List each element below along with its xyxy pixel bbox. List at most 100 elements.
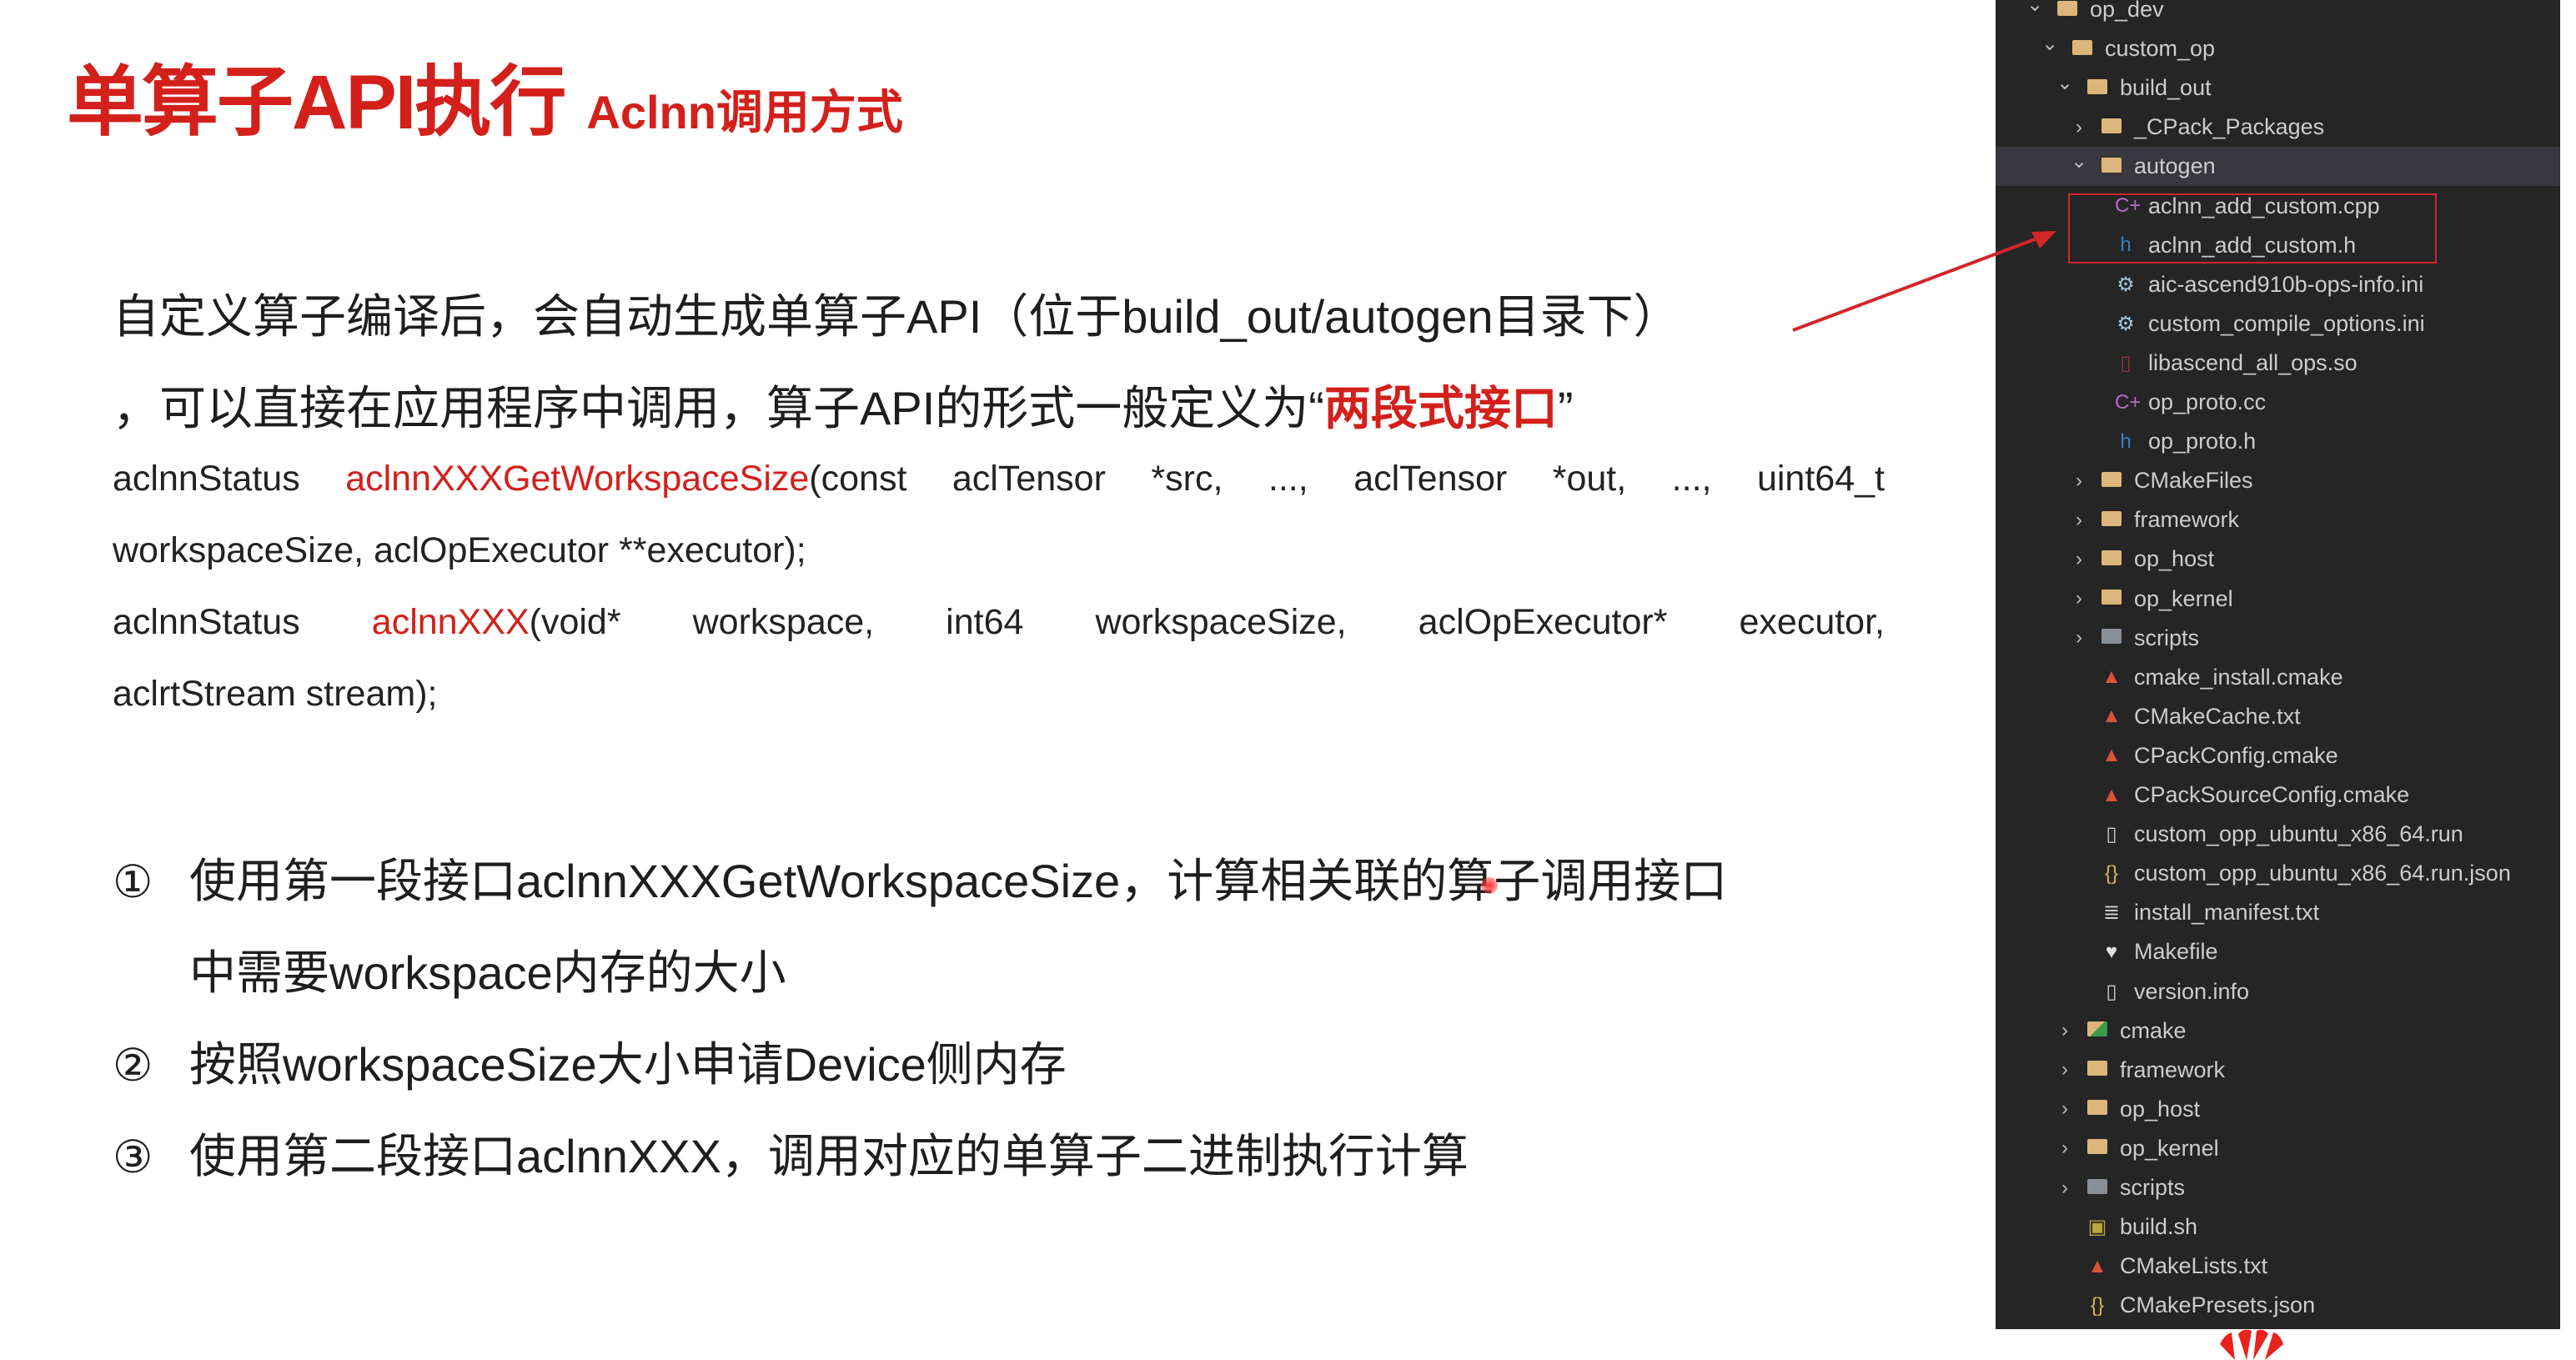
- tree-item-label: autogen: [2134, 153, 2216, 179]
- intro-quote: ”: [1557, 382, 1574, 434]
- folder-icon: [2101, 509, 2122, 532]
- tree-item[interactable]: ⌄ autogen: [1996, 147, 2560, 187]
- json-icon: {}: [2104, 861, 2119, 885]
- tree-item[interactable]: › framework: [1996, 500, 2560, 539]
- tree-item[interactable]: ▯ custom_opp_ubuntu_x86_64.run: [1996, 815, 2560, 854]
- json-icon: {}: [2090, 1293, 2105, 1317]
- tree-item-label: op_proto.cc: [2148, 389, 2267, 414]
- chevron-down-icon[interactable]: ⌄: [2026, 0, 2044, 16]
- gear-icon: ⚙: [2117, 312, 2135, 335]
- tree-item[interactable]: ▲CMakeCache.txt: [1996, 697, 2560, 736]
- step-text: 使用第二段接口aclnnXXX，调用对应的单算子二进制执行计算: [189, 1130, 1469, 1182]
- tree-item[interactable]: ▯version.info: [1996, 972, 2560, 1011]
- tree-item[interactable]: ▣build.sh: [1996, 1207, 2560, 1247]
- code-line-2: workspaceSize, aclOpExecutor **executor)…: [113, 530, 806, 570]
- intro-highlight: 两段式接口: [1323, 382, 1558, 434]
- code-func-getworkspacesize: aclnnXXXGetWorkspaceSize: [345, 459, 810, 499]
- tree-item-label: CMakeCache.txt: [2134, 703, 2301, 729]
- tree-item-label: op_kernel: [2134, 585, 2233, 611]
- file-icon: ▯: [2106, 823, 2117, 846]
- tree-item[interactable]: › op_kernel: [1996, 1129, 2560, 1168]
- step-number: ③: [113, 1132, 153, 1182]
- tree-item[interactable]: ›cmake: [1996, 1011, 2560, 1051]
- tree-item-label: framework: [2134, 507, 2240, 533]
- folder-icon: [2071, 38, 2093, 61]
- tree-item-label: scripts: [2120, 1175, 2186, 1200]
- cmake-icon: ▲: [2101, 744, 2122, 767]
- chevron-right-icon[interactable]: ›: [2076, 115, 2082, 138]
- cmake-icon: ▲: [2101, 665, 2122, 689]
- cmake-icon: ▲: [2101, 783, 2122, 806]
- gear-icon: ⚙: [2117, 273, 2135, 296]
- text-file-icon: ≣: [2102, 901, 2121, 925]
- folder-icon: [2101, 116, 2122, 139]
- step-text: 按照workspaceSize大小申请Device侧内存: [189, 1038, 1067, 1091]
- tree-item-label: libascend_all_ops.so: [2148, 349, 2358, 375]
- tree-item[interactable]: ⌄build_out: [1996, 68, 2560, 108]
- intro-line-1: 自定义算子编译后，会自动生成单算子API（位于build_out/autogen…: [113, 290, 1680, 343]
- tree-item-label: Makefile: [2134, 939, 2218, 965]
- tree-item-label: op_kernel: [2120, 1135, 2219, 1161]
- tree-item[interactable]: ▲CPackConfig.cmake: [1996, 736, 2560, 775]
- chevron-right-icon[interactable]: ›: [2076, 587, 2082, 610]
- tree-item[interactable]: {}custom_opp_ubuntu_x86_64.run.json: [1996, 854, 2560, 893]
- folder-icon: [2101, 626, 2122, 650]
- tree-item[interactable]: ⌄custom_op: [1996, 29, 2560, 68]
- arrow-line: [1792, 235, 2042, 332]
- tree-item[interactable]: ⌄op_dev: [1996, 0, 2560, 29]
- tree-item[interactable]: C+op_proto.cc: [1996, 383, 2560, 422]
- folder-icon: [2101, 469, 2122, 493]
- tree-item[interactable]: › CMakeFiles: [1996, 461, 2560, 500]
- step-number: ②: [113, 1041, 153, 1091]
- tree-item-label: scripts: [2134, 625, 2200, 650]
- folder-icon: [2101, 155, 2122, 178]
- chevron-right-icon[interactable]: ›: [2061, 1097, 2068, 1121]
- code-type: aclnnStatus: [113, 602, 372, 642]
- tree-item[interactable]: ♥Makefile: [1996, 932, 2560, 971]
- tree-item[interactable]: ›op_host: [1996, 539, 2560, 579]
- tree-item[interactable]: › scripts: [1996, 619, 2560, 658]
- file-icon: ▯: [2106, 980, 2117, 1003]
- chevron-right-icon[interactable]: ›: [2076, 508, 2082, 531]
- tree-item-label: CMakeFiles: [2134, 468, 2253, 494]
- chevron-down-icon[interactable]: ⌄: [2041, 33, 2059, 56]
- chevron-right-icon[interactable]: ›: [2076, 547, 2082, 570]
- step-number: ①: [113, 857, 153, 907]
- title-main: 单算子API执行: [67, 60, 566, 145]
- chevron-down-icon[interactable]: ⌄: [2070, 150, 2088, 173]
- tree-item[interactable]: ⚙custom_compile_options.ini: [1996, 304, 2560, 344]
- tree-item[interactable]: › op_kernel: [1996, 580, 2560, 619]
- chevron-right-icon[interactable]: ›: [2076, 469, 2082, 492]
- tree-item[interactable]: C+aclnn_add_custom.cpp: [1996, 187, 2560, 226]
- tree-item[interactable]: ›framework: [1996, 1051, 2560, 1090]
- tree-item[interactable]: {}CMakePresets.json: [1996, 1286, 2560, 1325]
- chevron-down-icon[interactable]: ⌄: [2056, 72, 2074, 95]
- tree-item[interactable]: ≣install_manifest.txt: [1996, 893, 2560, 932]
- tree-item[interactable]: ⚙aic-ascend910b-ops-info.ini: [1996, 265, 2560, 304]
- header-file-icon: h: [2120, 233, 2132, 257]
- chevron-right-icon[interactable]: ›: [2061, 1176, 2068, 1199]
- code-line-3: aclnnStatus aclnnXXX(void* workspace, in…: [113, 602, 1885, 643]
- tree-item[interactable]: ›_CPack_Packages: [1996, 108, 2560, 147]
- chevron-right-icon[interactable]: ›: [2061, 1058, 2068, 1081]
- tree-item[interactable]: ▲CPackSourceConfig.cmake: [1996, 775, 2560, 815]
- chevron-right-icon[interactable]: ›: [2076, 626, 2082, 650]
- tree-item[interactable]: ›op_host: [1996, 1090, 2560, 1129]
- file-explorer[interactable]: ⌄op_dev⌄custom_op⌄build_out›_CPack_Packa…: [1996, 0, 2560, 1329]
- tree-item[interactable]: › scripts: [1996, 1168, 2560, 1207]
- code-args: (void* workspace, int64 workspaceSize, a…: [529, 602, 1885, 642]
- chevron-right-icon[interactable]: ›: [2061, 1137, 2068, 1160]
- tree-item[interactable]: ▲cmake_install.cmake: [1996, 658, 2560, 697]
- folder-icon: [2086, 1177, 2108, 1200]
- tree-item-label: custom_opp_ubuntu_x86_64.run: [2134, 821, 2463, 847]
- huawei-logo-icon: [2220, 1329, 2283, 1360]
- tree-item-label: op_proto.h: [2148, 429, 2257, 454]
- laser-pointer: [1481, 877, 1498, 894]
- tree-item[interactable]: ▯libascend_all_ops.so: [1996, 344, 2560, 383]
- chevron-right-icon[interactable]: ›: [2061, 1019, 2068, 1042]
- tree-item[interactable]: ▲CMakeLists.txt: [1996, 1247, 2560, 1286]
